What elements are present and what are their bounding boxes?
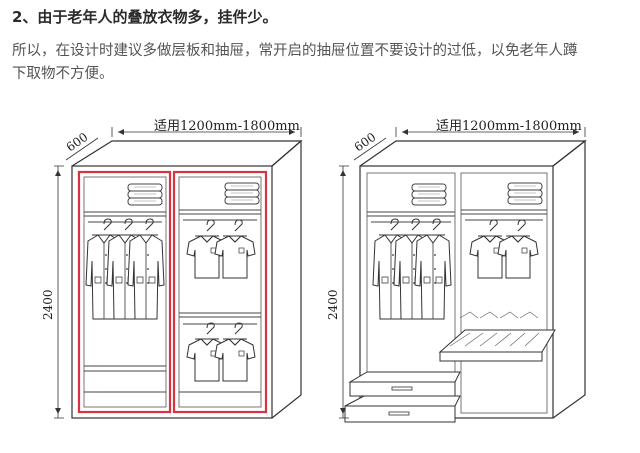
right-width-label: 适用1200mm-1800mm [436, 119, 582, 134]
paragraph-line-2: 下取物不方便。 [12, 66, 114, 82]
left-wardrobe [54, 127, 303, 419]
left-depth-label: 600 [64, 130, 91, 155]
left-height-label: 2400 [41, 289, 55, 320]
left-width-label: 适用1200mm-1800mm [154, 119, 300, 134]
right-wardrobe [339, 127, 587, 423]
right-door-highlight [172, 170, 268, 414]
section-heading: 2、由于老年人的叠放衣物多，挂件少。 [12, 8, 278, 26]
paragraph-line-1: 所以，在设计时建议多做层板和抽屉，常开启的抽屉位置不要设计的过低，以免老年人蹲 [12, 43, 578, 59]
right-depth-label: 600 [352, 130, 379, 155]
right-height-label: 2400 [326, 289, 340, 320]
body-paragraph: 所以，在设计时建议多做层板和抽屉，常开启的抽屉位置不要设计的过低，以免老年人蹲 … [12, 40, 632, 86]
left-door-highlight [77, 170, 172, 414]
